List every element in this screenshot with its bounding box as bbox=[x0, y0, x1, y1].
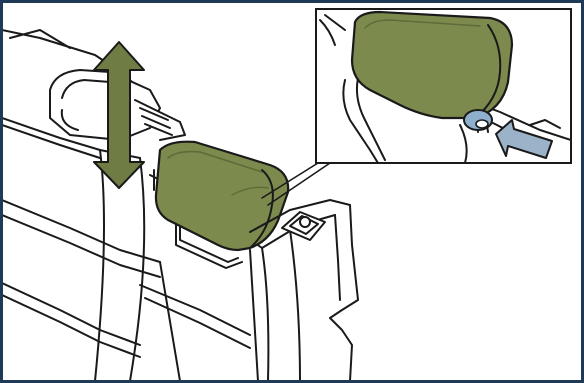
release-button bbox=[464, 110, 492, 130]
right-seat-knob bbox=[282, 212, 325, 240]
detail-inset bbox=[316, 9, 571, 163]
